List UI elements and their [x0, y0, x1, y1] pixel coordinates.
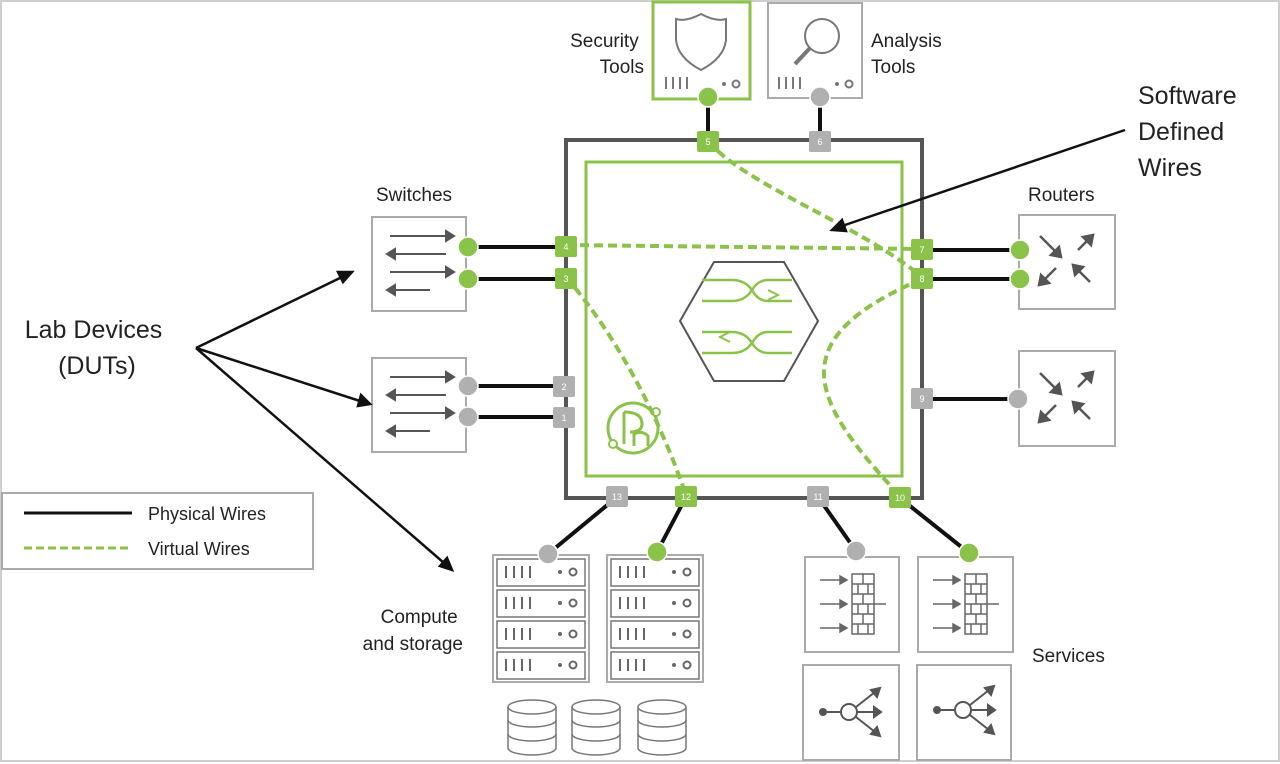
- svg-text:5: 5: [705, 137, 710, 147]
- analysis-tools-label: Analysis Tools: [871, 31, 947, 78]
- port-4: 4: [555, 236, 577, 257]
- server-indicator-icon: [619, 566, 692, 671]
- svg-text:11: 11: [813, 492, 822, 502]
- port-6: 6: [809, 131, 831, 152]
- svg-text:1: 1: [561, 413, 566, 423]
- ports: 5 6 4 3 2 1 7 8 9 13 12 11 10: [553, 131, 933, 508]
- legend-virtual-label: Virtual Wires: [148, 539, 250, 559]
- services-label: Services: [1032, 646, 1105, 667]
- router-arrows-icon: [1037, 233, 1095, 287]
- port-7: 7: [911, 239, 933, 260]
- switch-device-b: [371, 357, 467, 453]
- svg-text:4: 4: [563, 242, 568, 252]
- firewall-service-a: [804, 556, 900, 653]
- analysis-tools-device: [767, 2, 863, 99]
- port-13: 13: [606, 486, 628, 507]
- server-unit-icon: [610, 558, 700, 680]
- legend: Physical Wires Virtual Wires: [1, 492, 314, 570]
- database-icon: [637, 699, 687, 756]
- lab-devices-label: Lab Devices (DUTs): [25, 316, 170, 380]
- svg-text:10: 10: [895, 493, 905, 503]
- svg-text:2: 2: [561, 382, 566, 392]
- svg-text:3: 3: [563, 274, 568, 284]
- magnifier-icon: [793, 18, 840, 66]
- load-balancer-icon: [933, 684, 997, 736]
- load-balancer-service-a: [802, 664, 900, 761]
- virtual-wire-4-7: [565, 243, 923, 251]
- load-balancer-service-b: [916, 664, 1012, 761]
- firewall-icon: [820, 573, 886, 635]
- virtual-wire-5-8: [706, 139, 924, 279]
- port-1: 1: [553, 407, 575, 428]
- switch-device-a: [371, 216, 467, 312]
- firewall-service-b: [917, 556, 1014, 653]
- software-defined-wires-label: Software Defined Wires: [1138, 82, 1244, 182]
- compute-server-rack-a: [492, 554, 590, 683]
- router-device-a: [1018, 214, 1116, 310]
- compute-server-rack-b: [606, 554, 704, 683]
- port-5: 5: [697, 131, 719, 152]
- switch-arrows-icon: [385, 370, 456, 438]
- svg-text:9: 9: [919, 394, 924, 404]
- firewall-icon: [933, 573, 999, 635]
- svg-text:8: 8: [919, 274, 924, 284]
- switch-arrows-icon: [385, 229, 456, 297]
- annotation-arrows: [195, 128, 1126, 573]
- svg-text:12: 12: [681, 492, 691, 502]
- database-icon: [507, 699, 557, 756]
- port-10: 10: [889, 487, 911, 508]
- shield-icon: [675, 12, 727, 72]
- port-11: 11: [807, 486, 829, 507]
- compute-storage-label: Compute and storage: [363, 607, 463, 655]
- switch-fabric-icon: [678, 261, 820, 382]
- load-balancer-icon: [819, 686, 883, 738]
- server-indicator-icon: [505, 566, 578, 671]
- device-indicator-icon: [778, 77, 854, 89]
- svg-text:7: 7: [919, 245, 924, 255]
- storage-database-icons: [507, 699, 687, 756]
- port-2: 2: [553, 376, 575, 397]
- switches-label: Switches: [376, 185, 452, 206]
- virtual-wire-8-10: [822, 277, 923, 498]
- connector-dots: [457, 86, 1031, 565]
- port-3: 3: [555, 268, 577, 289]
- routers-label: Routers: [1028, 185, 1095, 206]
- security-tools-device: [651, 0, 752, 101]
- database-icon: [571, 699, 621, 756]
- router-device-b: [1018, 350, 1116, 447]
- security-tools-label: Security Tools: [570, 31, 644, 78]
- lab-switch-inner: [584, 160, 904, 478]
- port-8: 8: [911, 268, 933, 289]
- port-9: 9: [911, 388, 933, 409]
- device-indicator-icon: [665, 77, 741, 89]
- svg-text:13: 13: [612, 492, 622, 502]
- legend-physical-label: Physical Wires: [148, 504, 266, 524]
- virtual-wire-3-12: [564, 275, 688, 496]
- virtual-wires: [564, 139, 924, 498]
- router-arrows-icon: [1037, 370, 1095, 424]
- port-12: 12: [675, 486, 697, 507]
- svg-text:6: 6: [817, 137, 822, 147]
